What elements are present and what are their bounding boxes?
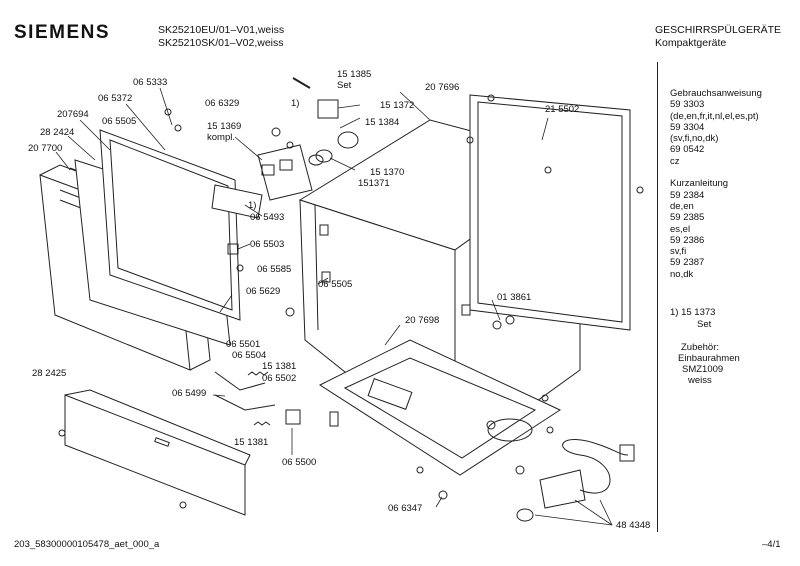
brand-logo: SIEMENS [14, 22, 111, 43]
part-label: 15 1369 [207, 121, 242, 132]
doc-line: 59 2384 [670, 189, 705, 201]
part-label: 15 1370 [370, 167, 405, 178]
documentation-list: Gebrauchsanweisung 59 3303 (de,en,fr,it,… [670, 88, 762, 280]
kickplate [64, 389, 251, 516]
door-frame [74, 129, 241, 346]
part-label: 06 6329 [205, 98, 240, 109]
category-line-1: GESCHIRRSPÜLGERÄTE [655, 24, 782, 36]
doc-line: (sv,fi,no,dk) [670, 133, 719, 145]
part-label: 06 5504 [232, 350, 267, 361]
model-line-1: SK25210EU/01–V01,weiss [158, 24, 285, 36]
doc-line: sv,fi [670, 246, 687, 258]
footnote-part: 1) 15 1373 [670, 307, 716, 318]
part-label: 06 6347 [388, 503, 423, 514]
sidebar-divider [657, 62, 658, 532]
page-number: –4/1 [762, 539, 781, 550]
doc-line: 59 3303 [670, 99, 705, 111]
part-label: 15 1381 [262, 361, 297, 372]
part-label: Set [337, 80, 352, 91]
doc-line: 59 2385 [670, 212, 705, 224]
part-label: 06 5372 [98, 93, 133, 104]
part-label: 06 5501 [226, 339, 261, 350]
part-label: 06 5503 [250, 239, 285, 250]
part-label: 06 5493 [250, 212, 285, 223]
part-label: 06 5505 [318, 279, 353, 290]
part-label: 06 5333 [133, 77, 168, 88]
part-label: 20 7698 [405, 315, 440, 326]
part-label: 151371 [358, 178, 390, 189]
doc-line: no,dk [670, 268, 694, 280]
base-frame [318, 339, 562, 476]
accessory-title: Zubehör: [681, 342, 720, 353]
part-label: 20 7700 [28, 143, 63, 154]
category-line-2: Kompaktgeräte [655, 37, 727, 49]
part-label: 06 5629 [246, 286, 281, 297]
small-parts [58, 77, 644, 509]
doc-line: 69 0542 [670, 144, 705, 156]
doc-line: (de,en,fr,it,nl,el,es,pt) [670, 110, 759, 122]
hinge-parts [214, 371, 276, 426]
doc-line: de,en [670, 200, 694, 212]
part-label: 06 5585 [257, 264, 292, 275]
part-label: 15 1385 [337, 69, 372, 80]
doc-line: es,el [670, 223, 691, 235]
part-label: 06 5502 [262, 373, 297, 384]
part-label: 28 2425 [32, 368, 67, 379]
part-label: 06 5500 [282, 457, 317, 468]
part-label: 48 4348 [616, 520, 651, 531]
part-label: 20 7696 [425, 82, 460, 93]
doc-line: 59 3304 [670, 121, 705, 133]
model-line-2: SK25210SK/01–V02,weiss [158, 37, 284, 49]
doc-line: Gebrauchsanweisung [670, 88, 762, 99]
accessory-model: SMZ1009 [682, 364, 724, 375]
part-label: 1) [248, 200, 257, 211]
doc-spacer [670, 167, 762, 178]
part-label: 1) [291, 98, 300, 109]
doc-line: 59 2386 [670, 234, 705, 246]
part-label: 06 5499 [172, 388, 207, 399]
document-id: 203_58300000105478_aet_000_a [14, 539, 160, 550]
accessory-color: weiss [688, 375, 712, 386]
side-panel [469, 94, 631, 331]
leader-lines [55, 87, 613, 526]
part-label: 207694 [57, 109, 89, 120]
doc-line: 59 2387 [670, 257, 705, 269]
part-label: 21 5502 [545, 104, 580, 115]
part-label: 15 1381 [234, 437, 269, 448]
part-label: 28 2424 [40, 127, 75, 138]
power-cord [516, 439, 635, 522]
doc-line: cz [670, 155, 680, 167]
footnote-set: Set [697, 319, 712, 330]
part-label: kompl. [207, 132, 235, 143]
control-module [211, 144, 313, 219]
part-label: 06 5505 [102, 116, 137, 127]
doc-line: Kurzanleitung [670, 178, 729, 190]
part-label: 15 1372 [380, 100, 415, 111]
part-label: 15 1384 [365, 117, 400, 128]
accessory-item: Einbaurahmen [678, 353, 740, 364]
part-label: 01 3861 [497, 292, 532, 303]
